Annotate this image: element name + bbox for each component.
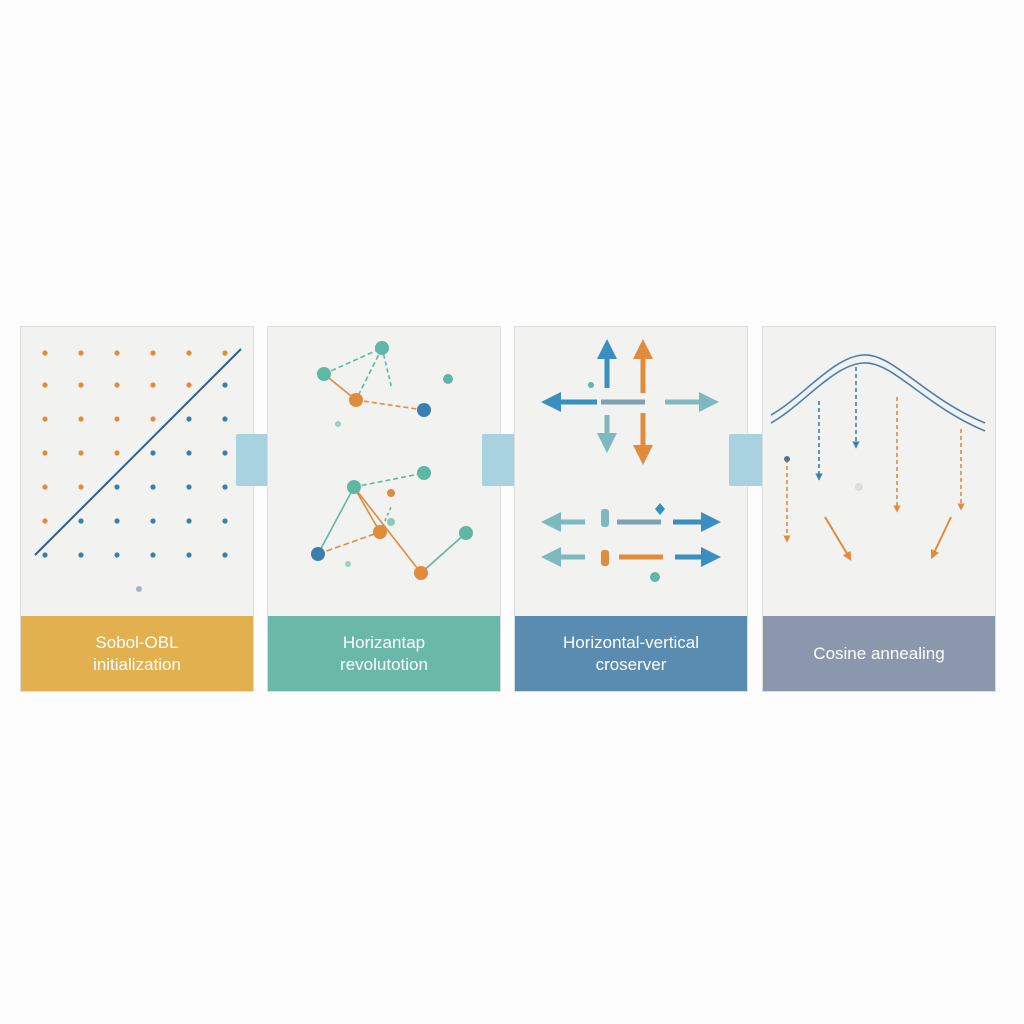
sample-point <box>186 552 192 558</box>
sample-point <box>114 450 120 456</box>
sample-point <box>42 416 48 422</box>
sample-point <box>150 552 156 558</box>
sample-point <box>114 382 120 388</box>
stage-label-line: Sobol-OBL <box>95 632 179 652</box>
sample-point <box>222 518 228 524</box>
sample-point <box>150 382 156 388</box>
stage-label-line: Horizantap <box>342 632 426 652</box>
sample-point <box>78 350 84 356</box>
sample-point <box>114 552 120 558</box>
stage-label-line: revolutotion <box>340 654 428 674</box>
sample-point <box>150 518 156 524</box>
sample-point <box>42 484 48 490</box>
sample-point <box>222 484 228 490</box>
sample-point <box>222 350 228 356</box>
crossover-arrows-illustration <box>541 339 721 582</box>
sample-point <box>186 382 192 388</box>
stage-panel-crossover: Horizontal-vertical croserver <box>514 326 748 692</box>
sample-point <box>78 416 84 422</box>
stage-label-line: initialization <box>93 654 181 674</box>
stage-panel-revolution: Horizantap revolutotion <box>267 326 501 692</box>
sample-point <box>78 518 84 524</box>
stage-label-cosine: Cosine annealing <box>763 616 995 691</box>
sample-point <box>42 350 48 356</box>
sample-point <box>42 552 48 558</box>
sample-point <box>222 552 228 558</box>
sample-point <box>150 350 156 356</box>
stray-dot <box>136 586 142 592</box>
stage-label-line: Cosine annealing <box>813 643 945 663</box>
sample-point <box>114 484 120 490</box>
sample-point <box>186 484 192 490</box>
sample-point <box>186 450 192 456</box>
sample-point <box>186 350 192 356</box>
sample-point <box>114 416 120 422</box>
stage-panel-cosine: Cosine annealing <box>762 326 996 692</box>
network-illustration <box>311 341 473 580</box>
stage-label-line: Horizontal-vertical <box>562 632 700 652</box>
stage-label-line: croserver <box>595 654 667 674</box>
sample-point <box>42 450 48 456</box>
sample-point <box>42 382 48 388</box>
sample-point <box>78 450 84 456</box>
sample-point <box>150 450 156 456</box>
opposition-line <box>34 348 242 556</box>
sample-point <box>78 484 84 490</box>
sample-point <box>150 416 156 422</box>
sample-point <box>222 450 228 456</box>
stage-label-sobol: Sobol-OBL initialization <box>21 616 253 691</box>
cosine-curve-illustration <box>770 354 986 561</box>
point-grid-illustration <box>34 348 242 592</box>
sample-point <box>150 484 156 490</box>
sample-point <box>114 350 120 356</box>
stage-label-revolution: Horizantap revolutotion <box>268 616 500 691</box>
stage-panel-sobol: Sobol-OBL initialization <box>20 326 254 692</box>
sample-point <box>78 552 84 558</box>
sample-point <box>222 416 228 422</box>
sample-point <box>186 416 192 422</box>
stage-label-crossover: Horizontal-vertical croserver <box>515 616 747 691</box>
sample-point <box>186 518 192 524</box>
sample-point <box>42 518 48 524</box>
sample-point <box>114 518 120 524</box>
sample-point <box>222 382 228 388</box>
sample-point <box>78 382 84 388</box>
